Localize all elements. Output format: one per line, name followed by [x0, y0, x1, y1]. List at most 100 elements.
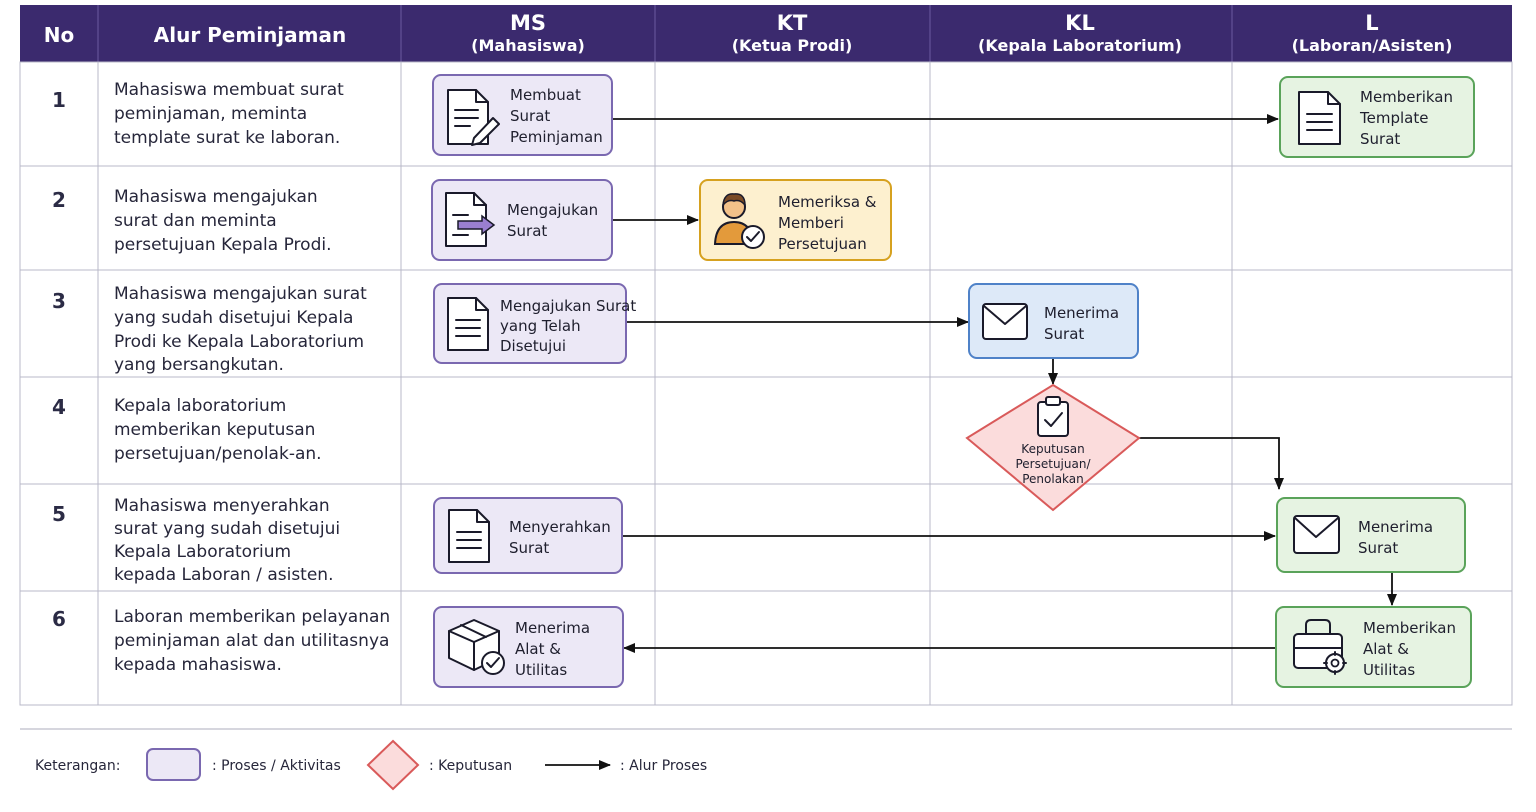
table-header: No Alur Peminjaman MS (Mahasiswa) KT (Ke…: [20, 5, 1512, 62]
node-label-line: Alat &: [515, 640, 561, 658]
lane-ms-code: MS: [510, 11, 546, 35]
row-desc-line: kepada mahasiswa.: [114, 655, 282, 675]
row-number: 2: [52, 188, 66, 212]
row-number: 3: [52, 289, 66, 313]
node-membuat-surat: Membuat Surat Peminjaman: [432, 74, 613, 156]
row-desc-line: surat dan meminta: [114, 211, 277, 231]
legend-decision-swatch: [366, 739, 420, 791]
envelope-icon: [1293, 515, 1340, 554]
row-desc-line: Laboran memberikan pelayanan: [114, 607, 390, 627]
node-memberikan-alat: Memberikan Alat & Utilitas: [1275, 606, 1472, 688]
row-desc-line: Kepala laboratorium: [114, 396, 286, 416]
lane-kt-code: KT: [777, 11, 808, 35]
row-desc-line: peminjaman alat dan utilitasnya: [114, 631, 389, 651]
node-label-line: Mengajukan Surat: [500, 297, 636, 315]
node-label-line: Peminjaman: [510, 128, 603, 146]
row-1: 1 Mahasiswa membuat surat peminjaman, me…: [52, 80, 344, 148]
legend-decision-label: : Keputusan: [429, 758, 512, 774]
row-desc-line: Mahasiswa mengajukan: [114, 187, 318, 207]
node-label-line: Disetujui: [500, 337, 566, 355]
document-edit-icon: [447, 89, 500, 146]
row-desc-line: yang sudah disetujui Kepala: [114, 308, 353, 328]
node-label-line: Menerima: [1044, 304, 1119, 322]
flow-arrows: [612, 114, 1397, 653]
row-desc-line: Mahasiswa membuat surat: [114, 80, 344, 100]
node-label-line: Surat: [1044, 325, 1084, 343]
document-icon: [1298, 91, 1341, 145]
box-check-icon: [448, 619, 505, 675]
node-menerima-alat: Menerima Alat & Utilitas: [433, 606, 624, 688]
legend: Keterangan: : Proses / Aktivitas : Keput…: [20, 728, 1512, 791]
node-label-line: Menerima: [515, 619, 590, 637]
header-no: No: [44, 23, 74, 47]
clipboard-check-icon: [1037, 396, 1069, 437]
lane-l-code: L: [1365, 11, 1378, 35]
node-memberikan-template: Memberikan Template Surat: [1279, 76, 1475, 158]
node-label-line: Penolakan: [1022, 472, 1084, 486]
row-4: 4 Kepala laboratorium memberikan keputus…: [52, 395, 322, 464]
table-grid: [19, 61, 1513, 706]
document-icon: [448, 509, 490, 563]
row-desc-line: peminjaman, meminta: [114, 104, 307, 124]
lane-kl-name: (Kepala Laboratorium): [978, 36, 1182, 55]
node-label-line: Mengajukan: [507, 201, 598, 219]
row-6: 6 Laboran memberikan pelayanan peminjama…: [52, 607, 390, 675]
row-desc-line: Prodi ke Kepala Laboratorium: [114, 332, 364, 352]
node-kl-menerima-surat: Menerima Surat: [968, 283, 1139, 359]
node-mengajukan-surat-disetujui: Mengajukan Surat yang Telah Disetujui: [433, 283, 636, 364]
node-label-line: Surat: [1358, 539, 1398, 557]
node-label-line: Membuat: [510, 86, 581, 104]
row-desc-line: kepada Laboran / asisten.: [114, 565, 333, 585]
node-label-line: Memberikan: [1360, 88, 1453, 106]
toolbox-gear-icon: [1293, 619, 1347, 675]
header-background: [20, 5, 1512, 62]
node-label-line: Memberikan: [1363, 619, 1456, 637]
row-number: 4: [52, 395, 66, 419]
lane-l-name: (Laboran/Asisten): [1292, 36, 1453, 55]
row-number: 1: [52, 88, 66, 112]
node-label-line: yang Telah: [500, 317, 581, 335]
node-label-line: Alat &: [1363, 640, 1409, 658]
row-desc-line: memberikan keputusan: [114, 420, 315, 440]
legend-process-swatch: [146, 748, 201, 781]
legend-title: Keterangan:: [35, 758, 120, 774]
decision-keputusan: Keputusan Persetujuan/ Penolakan: [965, 383, 1141, 512]
row-number: 6: [52, 607, 66, 631]
legend-process-label: : Proses / Aktivitas: [212, 758, 341, 774]
row-desc-line: Kepala Laboratorium: [114, 542, 291, 562]
row-2: 2 Mahasiswa mengajukan surat dan meminta…: [52, 187, 331, 255]
node-label-line: Persetujuan: [778, 235, 867, 253]
node-label-line: Surat: [1360, 130, 1400, 148]
legend-flow-label: : Alur Proses: [620, 758, 707, 774]
row-desc-line: template surat ke laboran.: [114, 128, 340, 148]
arrow-kl4-to-l5: [1139, 437, 1284, 490]
row-desc-line: surat yang sudah disetujui: [114, 519, 340, 539]
node-menyerahkan-surat: Menyerahkan Surat: [433, 497, 623, 574]
document-icon: [447, 297, 489, 351]
row-desc-line: persetujuan/penolak-an.: [114, 444, 322, 464]
node-label-line: Keputusan: [1021, 442, 1084, 456]
node-label-line: Surat: [507, 222, 547, 240]
node-label-line: Surat: [510, 107, 550, 125]
lane-ms-name: (Mahasiswa): [471, 36, 585, 55]
node-label-line: Memeriksa &: [778, 193, 877, 211]
node-label-line: Persetujuan/: [1015, 457, 1091, 471]
header-flow: Alur Peminjaman: [154, 23, 346, 47]
lane-kt-name: (Ketua Prodi): [732, 36, 853, 55]
row-desc-line: Mahasiswa mengajukan surat: [114, 284, 367, 304]
person-check-icon: [713, 193, 765, 249]
row-3: 3 Mahasiswa mengajukan surat yang sudah …: [52, 284, 367, 375]
node-label-line: Utilitas: [1363, 661, 1415, 679]
node-label-line: Menerima: [1358, 518, 1433, 536]
node-l-menerima-surat: Menerima Surat: [1276, 497, 1466, 573]
node-memeriksa-persetujuan: Memeriksa & Memberi Persetujuan: [699, 179, 892, 261]
node-label-line: Menyerahkan: [509, 518, 611, 536]
node-label-line: Memberi: [778, 214, 844, 232]
row-desc-line: yang bersangkutan.: [114, 355, 284, 375]
envelope-icon: [982, 303, 1028, 340]
node-mengajukan-surat: Mengajukan Surat: [431, 179, 613, 261]
lane-kl-code: KL: [1065, 11, 1095, 35]
node-label-line: Utilitas: [515, 661, 567, 679]
node-label-line: Template: [1359, 109, 1428, 127]
